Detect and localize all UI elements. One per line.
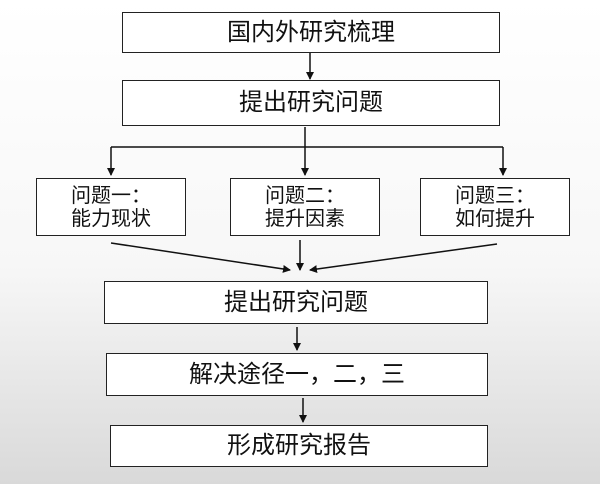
problem-3-topic: 如何提升 bbox=[455, 206, 535, 230]
problem-1-topic: 能力现状 bbox=[71, 206, 151, 230]
step-solutions-label: 解决途径一，二，三 bbox=[189, 359, 405, 388]
step-propose-repeat-label: 提出研究问题 bbox=[224, 287, 368, 316]
problem-2-title: 问题二： bbox=[265, 183, 345, 207]
problem-2-topic: 提升因素 bbox=[265, 206, 345, 230]
problem-2-box: 问题二： 提升因素 bbox=[230, 178, 380, 236]
step-review-box: 国内外研究梳理 bbox=[122, 12, 500, 53]
step-report-box: 形成研究报告 bbox=[110, 425, 488, 467]
step-propose-label: 提出研究问题 bbox=[239, 88, 383, 117]
step-propose-repeat-box: 提出研究问题 bbox=[104, 281, 488, 324]
step-review-label: 国内外研究梳理 bbox=[227, 17, 395, 46]
problem-3-box: 问题三： 如何提升 bbox=[420, 178, 570, 236]
step-propose-box: 提出研究问题 bbox=[122, 80, 500, 126]
problem-1-box: 问题一： 能力现状 bbox=[36, 178, 186, 236]
arrow-problem-1-to-center bbox=[110, 242, 291, 273]
arrow-problem-3-to-center bbox=[309, 243, 498, 273]
step-report-label: 形成研究报告 bbox=[227, 431, 371, 460]
problem-3-title: 问题三： bbox=[455, 183, 535, 207]
step-solutions-box: 解决途径一，二，三 bbox=[106, 353, 488, 396]
problem-1-title: 问题一： bbox=[71, 183, 151, 207]
